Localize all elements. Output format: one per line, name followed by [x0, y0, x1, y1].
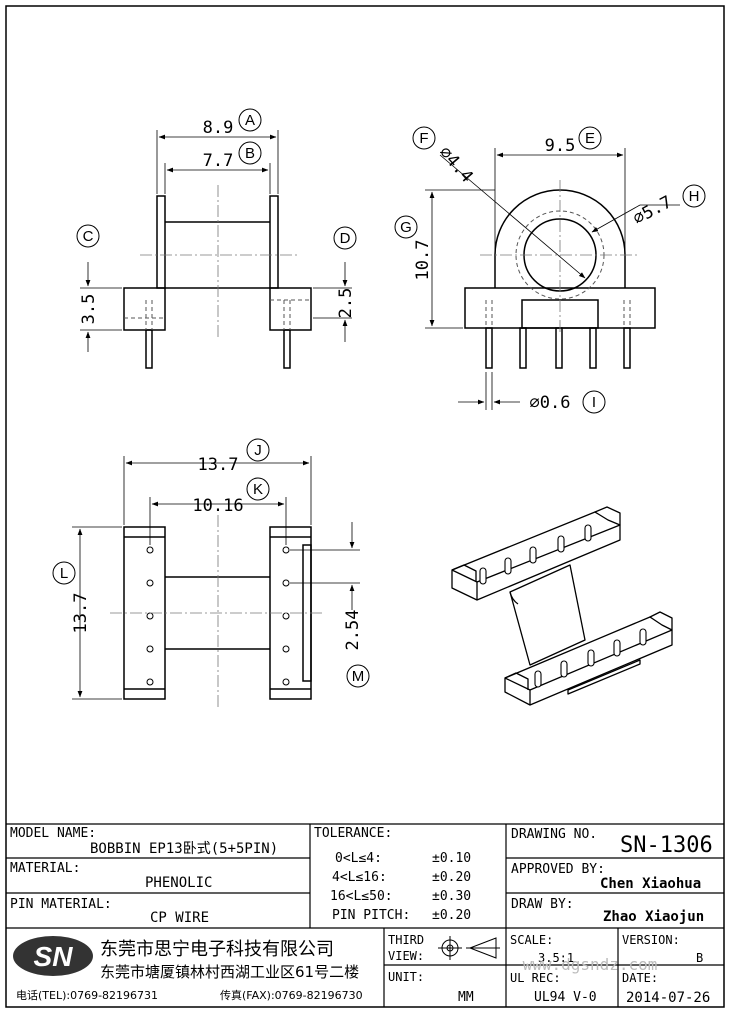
dim-f: ∅4.4 — [435, 143, 477, 187]
pin-material-value: CP WIRE — [150, 910, 209, 926]
date-value: 2014-07-26 — [626, 990, 710, 1006]
model-name-label: MODEL NAME: — [10, 826, 96, 841]
callouts — [52, 108, 706, 688]
callout-m: M — [352, 668, 365, 685]
tolerance-range-2: 16<L≤50: — [330, 889, 393, 904]
callout-i: I — [592, 394, 596, 411]
tolerance-range-3: PIN PITCH: — [332, 908, 410, 923]
third-view-label-1: THIRD — [388, 933, 424, 947]
tel-number: 电话(TEL):0769-82196731 — [16, 989, 158, 1002]
title-block-grid — [6, 823, 724, 1007]
drawing-no-label: DRAWING NO. — [511, 827, 597, 842]
scale-label: SCALE: — [510, 933, 553, 947]
unit-value: MM — [458, 990, 474, 1005]
version-label: VERSION: — [622, 933, 680, 947]
dim-j: 13.7 — [198, 455, 239, 475]
company-name: 东莞市思宁电子科技有限公司 — [100, 939, 334, 960]
tolerance-label: TOLERANCE: — [314, 826, 392, 841]
pin-material-label: PIN MATERIAL: — [10, 897, 112, 912]
scale-value: 3.5:1 — [538, 951, 574, 965]
draw-label: DRAW BY: — [511, 897, 574, 912]
dim-a: 8.9 — [203, 118, 234, 138]
side-view-dimensions — [80, 130, 352, 352]
tolerance-range-1: 4<L≤16: — [332, 870, 387, 885]
approved-label: APPROVED BY: — [511, 862, 605, 877]
ul-rec-value: UL94 V-0 — [534, 990, 597, 1005]
dim-i: ∅0.6 — [530, 393, 571, 413]
unit-label: UNIT: — [388, 970, 424, 984]
side-view-centerlines — [140, 185, 300, 340]
watermark: www.dgsndz.com — [523, 955, 658, 974]
company-address: 东莞市塘厦镇林村西湖工业区61号二楼 — [100, 963, 359, 981]
tolerance-range-0: 0<L≤4: — [335, 851, 382, 866]
version-value: B — [696, 951, 703, 965]
bottom-view-pins — [146, 546, 290, 686]
company-logo: SN — [13, 936, 93, 976]
callout-k: K — [253, 481, 263, 498]
callout-d: D — [340, 230, 351, 247]
dim-d: 2.5 — [336, 288, 356, 319]
dim-c: 3.5 — [79, 294, 99, 325]
bottom-view-centerlines — [110, 515, 325, 710]
dim-l: 13.7 — [71, 593, 91, 634]
tolerance-value-3: ±0.20 — [432, 908, 471, 923]
dim-e: 9.5 — [545, 136, 576, 156]
model-name-value: BOBBIN EP13卧式(5+5PIN) — [90, 841, 278, 857]
callout-l: L — [60, 565, 68, 582]
callout-j: J — [254, 442, 262, 459]
logo-text: SN — [34, 941, 74, 972]
callout-h: H — [689, 188, 700, 205]
side-view — [123, 195, 312, 369]
callout-b: B — [245, 145, 255, 162]
sheet-border — [5, 5, 725, 1008]
isometric-pins — [479, 524, 647, 688]
dim-m: 2.54 — [343, 610, 363, 651]
tolerance-value-0: ±0.10 — [432, 851, 471, 866]
dim-k: 10.16 — [192, 496, 243, 516]
date-label: DATE: — [622, 971, 658, 985]
bottom-view-dimensions — [72, 456, 360, 700]
fax-number: 传真(FAX):0769-82196730 — [220, 988, 363, 1002]
front-view-hidden — [485, 210, 631, 328]
third-view-label-2: VIEW: — [388, 949, 424, 963]
tolerance-value-1: ±0.20 — [432, 870, 471, 885]
callout-f: F — [419, 130, 428, 147]
material-label: MATERIAL: — [10, 861, 80, 876]
callout-e: E — [585, 130, 595, 147]
dim-h: ∅5.7 — [630, 192, 676, 229]
callout-a: A — [245, 112, 255, 129]
approved-value: Chen Xiaohua — [600, 876, 701, 892]
draw-value: Zhao Xiaojun — [603, 909, 704, 925]
callout-c: C — [83, 228, 94, 245]
drawing-no-value: SN-1306 — [620, 833, 713, 858]
side-view-hidden — [124, 299, 311, 330]
front-view-centerlines — [480, 180, 640, 335]
tolerance-value-2: ±0.30 — [432, 889, 471, 904]
callout-g: G — [400, 219, 412, 236]
material-value: PHENOLIC — [145, 875, 212, 891]
projection-symbol-icon — [438, 936, 500, 960]
dim-b: 7.7 — [203, 151, 234, 171]
ul-rec-label: UL REC: — [510, 971, 561, 985]
dim-g: 10.7 — [413, 240, 433, 281]
front-view-dimensions — [425, 148, 680, 410]
